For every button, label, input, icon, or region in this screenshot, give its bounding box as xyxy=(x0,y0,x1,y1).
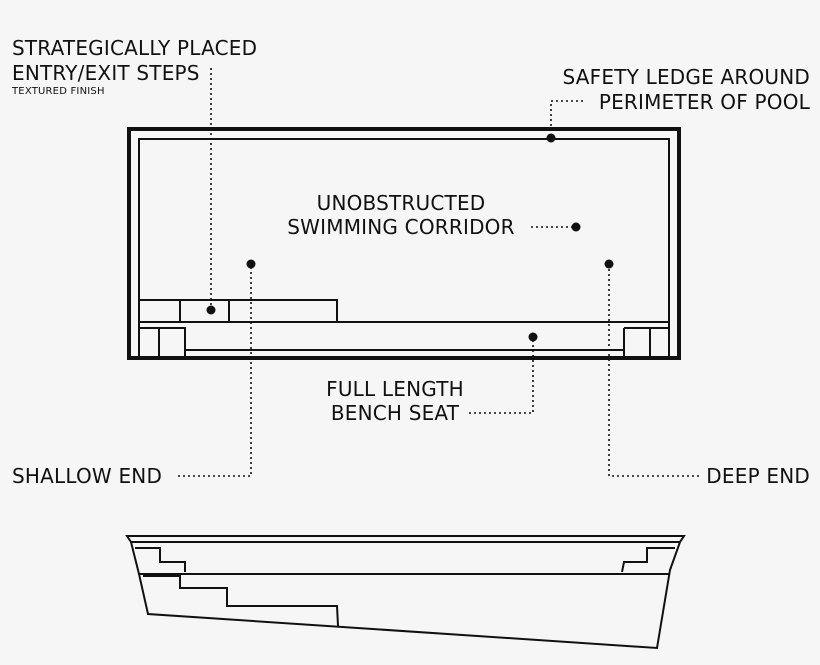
section-right-steps xyxy=(621,547,675,573)
marker-dots xyxy=(206,133,614,342)
deep-marker xyxy=(604,259,614,269)
shallow-leader-line xyxy=(178,264,252,477)
shallow-end-label: SHALLOW END xyxy=(12,464,163,488)
steps-marker xyxy=(206,305,216,315)
ledge-label-line1: SAFETY LEDGE AROUND xyxy=(562,65,810,89)
corridor-label-line2: SWIMMING CORRIDOR xyxy=(287,215,515,239)
bench-marker xyxy=(528,332,538,342)
steps-label-line1: STRATEGICALLY PLACED xyxy=(12,36,258,60)
corridor-label-line1: UNOBSTRUCTED xyxy=(316,191,486,215)
section-entry-steps xyxy=(143,575,339,627)
deep-leader-line xyxy=(608,264,700,477)
right-corner-steps xyxy=(623,327,669,357)
shallow-marker xyxy=(246,259,256,269)
steps-label-note: TEXTURED FINISH xyxy=(12,86,105,97)
section-outer-shell xyxy=(125,535,686,650)
entry-exit-steps xyxy=(139,299,338,322)
ledge-leader-line xyxy=(550,100,583,138)
leader-lines xyxy=(178,68,700,477)
bench-label-line1: FULL LENGTH xyxy=(326,377,464,401)
pool-plan-view xyxy=(127,127,681,360)
bench-label-line2: BENCH SEAT xyxy=(330,401,460,425)
bench-seat-outline xyxy=(139,321,669,351)
ledge-label-line2: PERIMETER OF POOL xyxy=(598,90,810,114)
pool-ledge-outline xyxy=(138,138,670,358)
bench-leader-line xyxy=(469,337,534,414)
left-corner-steps xyxy=(139,327,186,357)
pool-cross-section xyxy=(125,535,686,650)
section-left-steps xyxy=(135,547,186,572)
steps-label-line2: ENTRY/EXIT STEPS xyxy=(12,61,200,85)
corridor-marker xyxy=(571,222,581,232)
ledge-marker xyxy=(546,133,556,143)
deep-end-label: DEEP END xyxy=(706,464,810,488)
